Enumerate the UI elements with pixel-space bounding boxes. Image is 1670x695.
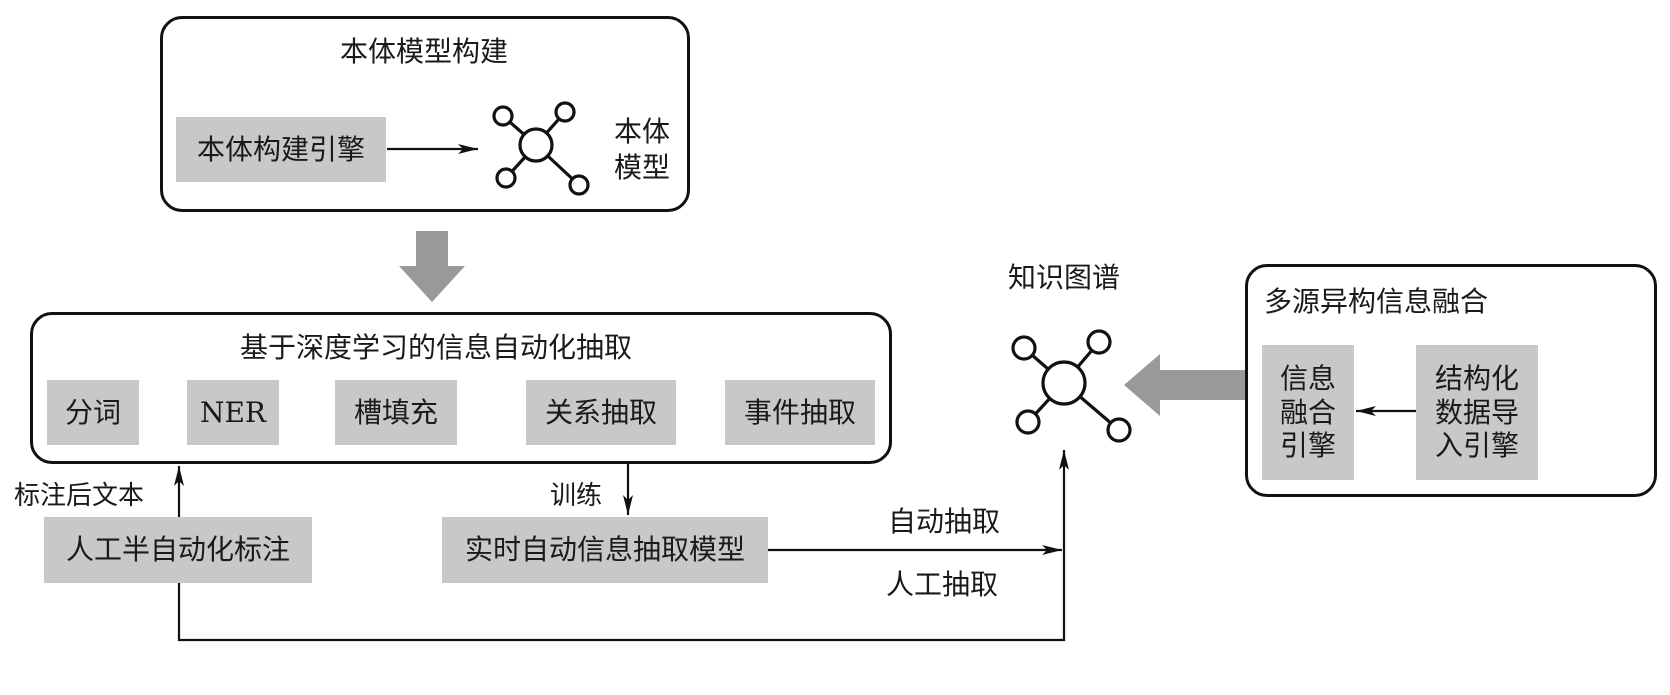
- module-ner: NER: [187, 380, 279, 445]
- fusion-engine-box: 信息 融合 引擎: [1262, 345, 1354, 480]
- module-relation-extraction: 关系抽取: [526, 380, 676, 445]
- training-label: 训练: [550, 481, 603, 511]
- big-down-arrow: [399, 231, 465, 302]
- manual-extraction-path: [177, 450, 1069, 642]
- ontology-model-label-line2: 模型: [614, 151, 671, 184]
- knowledge-graph-network-icon: [1011, 329, 1132, 443]
- extraction-title: 基于深度学习的信息自动化抽取: [240, 331, 633, 364]
- import-engine-line2: 数据导: [1434, 395, 1519, 429]
- ontology-model-label-line1: 本体: [614, 115, 671, 148]
- knowledge-graph-title: 知识图谱: [1008, 261, 1121, 294]
- import-engine-line1: 结构化: [1434, 362, 1519, 396]
- fusion-engine-line2: 融合: [1279, 395, 1336, 429]
- manual-annotation-box: 人工半自动化标注: [44, 517, 312, 583]
- realtime-extraction-model-box: 实时自动信息抽取模型: [442, 517, 768, 583]
- big-left-arrow: [1124, 354, 1245, 416]
- import-engine-line3: 入引擎: [1434, 429, 1519, 463]
- annotated-text-label: 标注后文本: [14, 481, 145, 511]
- fusion-engine-line1: 信息: [1279, 362, 1336, 396]
- module-segmentation: 分词: [47, 380, 139, 445]
- structured-import-engine-box: 结构化 数据导 入引擎: [1416, 345, 1538, 480]
- module-event-extraction: 事件抽取: [725, 380, 875, 445]
- ontology-network-icon: [492, 101, 590, 196]
- fusion-title: 多源异构信息融合: [1264, 285, 1489, 318]
- auto-extraction-label: 自动抽取: [888, 505, 1001, 538]
- module-slot-filling: 槽填充: [335, 380, 457, 445]
- ontology-engine-box: 本体构建引擎: [176, 117, 386, 182]
- ontology-construction-title: 本体模型构建: [340, 35, 509, 68]
- manual-extraction-label: 人工抽取: [886, 568, 999, 601]
- fusion-engine-line3: 引擎: [1279, 429, 1336, 463]
